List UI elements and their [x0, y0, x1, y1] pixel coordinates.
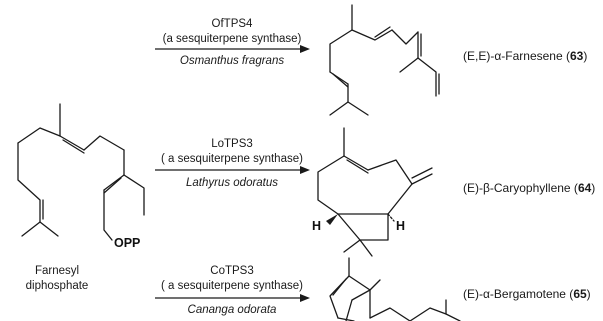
- reaction-3: CoTPS3 ( a sesquiterpene synthase) Canan…: [155, 257, 591, 321]
- opp-label: OPP: [114, 236, 140, 250]
- h-label-right: H: [396, 219, 405, 233]
- caryophyllene-structure: H H: [312, 127, 433, 257]
- reaction-3-arrowhead: [300, 294, 310, 302]
- reaction-2-arrowhead: [300, 166, 310, 174]
- reaction-3-enzyme-class: ( a sesquiterpene synthase): [161, 280, 303, 292]
- reaction-2: LoTPS3 ( a sesquiterpene synthase) Lathy…: [155, 127, 595, 257]
- farnesene-structure: [329, 4, 440, 116]
- reaction-1-enzyme: OfTPS4: [212, 18, 254, 30]
- reaction-1-product-name: (E,E)-α-Farnesene (63): [463, 49, 587, 63]
- reaction-2-enzyme: LoTPS3: [211, 138, 253, 150]
- reaction-3-organism: Cananga odorata: [188, 304, 277, 316]
- substrate-name-line2: diphosphate: [26, 280, 89, 292]
- reaction-1-enzyme-class: (a sesquiterpene synthase): [163, 33, 302, 45]
- reaction-3-product-name: (E)-α-Bergamotene (65): [463, 287, 591, 301]
- stereo-wedge: [326, 214, 338, 225]
- reaction-2-product-name: (E)-β-Caryophyllene (64): [463, 181, 595, 195]
- reaction-1-arrowhead: [300, 45, 310, 53]
- reaction-1: OfTPS4 (a sesquiterpene synthase) Osmant…: [155, 4, 587, 116]
- farnesyl-diphosphate-structure: OPP Farnesyl diphosphate: [17, 103, 145, 292]
- reaction-2-organism: Lathyrus odoratus: [186, 177, 278, 189]
- bergamotene-structure: [329, 257, 461, 321]
- reaction-2-enzyme-class: ( a sesquiterpene synthase): [161, 153, 303, 165]
- substrate-name-line1: Farnesyl: [35, 265, 79, 277]
- reaction-1-organism: Osmanthus fragrans: [180, 55, 284, 67]
- h-label-left: H: [312, 219, 321, 233]
- reaction-3-enzyme: CoTPS3: [210, 265, 253, 277]
